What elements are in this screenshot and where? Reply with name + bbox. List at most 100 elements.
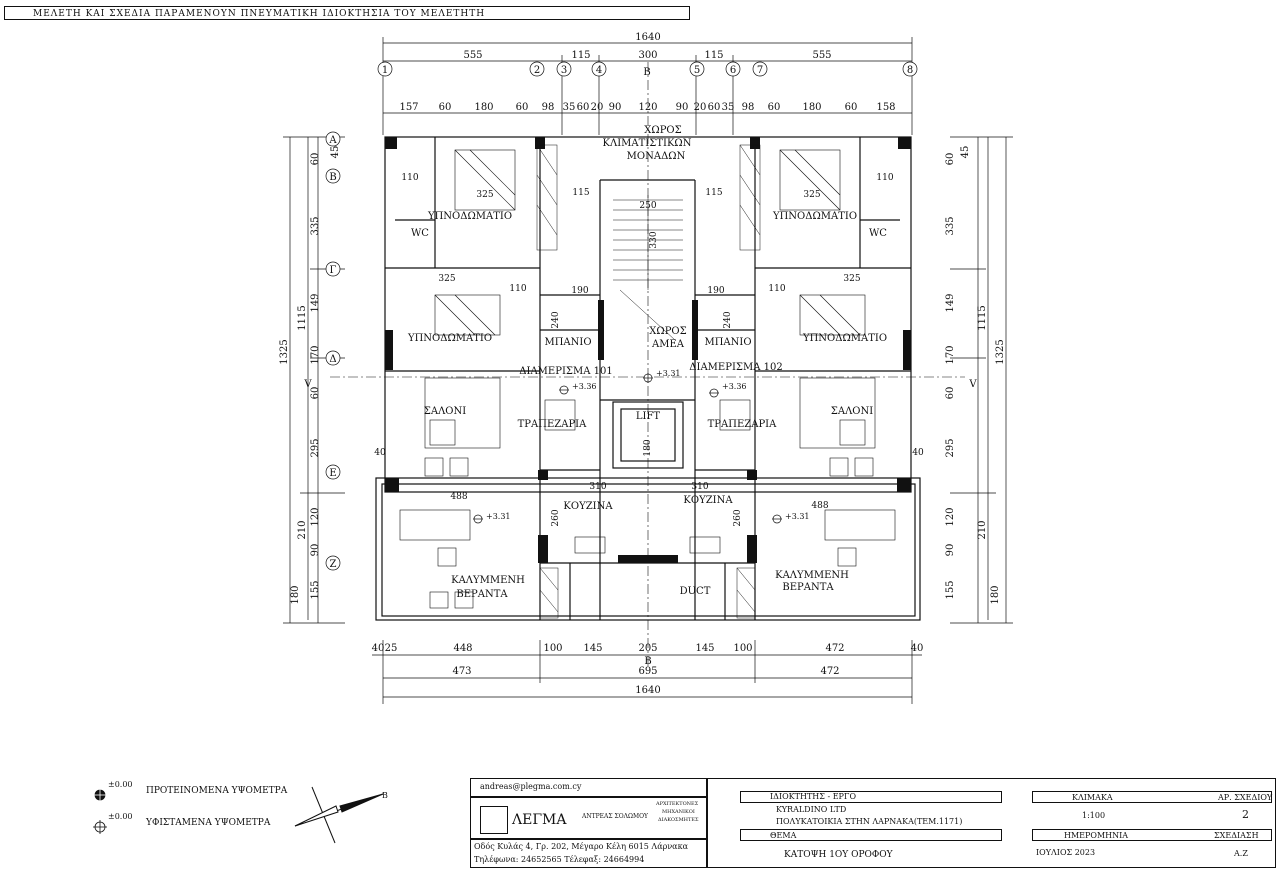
firm-role: ΔΙΑΚΟΣΜΗΤΕΣ — [658, 817, 699, 823]
dim-sub: 180 — [474, 102, 493, 113]
grid-row-label: Γ — [330, 265, 337, 276]
grid-col-label: 7 — [757, 65, 763, 76]
dim-sub: 60 — [577, 102, 590, 113]
dim-right: 60 — [945, 387, 956, 400]
room-dim: 325 — [843, 274, 860, 284]
firm-architect: ΑΝΤΡΕΑΣ ΣΟΛΩΜΟΥ — [582, 813, 648, 820]
dim-right-total: 1325 — [995, 339, 1006, 364]
divider — [470, 838, 706, 840]
copyright-notice: ΜΕΛΕΤΗ ΚΑΙ ΣΧΕΔΙΑ ΠΑΡΑΜΕΝΟΥΝ ΠΝΕΥΜΑΤΙΚΗ … — [4, 6, 690, 20]
firm-email: andreas@plegma.com.cy — [480, 782, 582, 791]
room-dim: 110 — [876, 173, 893, 183]
ac-space-label: ΜΟΝΑΔΩΝ — [627, 151, 686, 162]
dim-left: 149 — [310, 293, 321, 312]
date-value: ΙΟΥΛΙΟΣ 2023 — [1036, 848, 1096, 857]
dim-top-seg: 300 — [638, 50, 657, 61]
dim-left-total: 180 — [290, 585, 301, 604]
north-compass — [294, 786, 384, 844]
level-value: +3.31 — [656, 369, 681, 378]
room-label-wc: WC — [869, 228, 887, 239]
room-label-veranda: ΒΕΡΑΝΤΑ — [456, 589, 508, 600]
room-dim: 40 — [374, 448, 386, 458]
dim-bottom-overall: 1640 — [635, 685, 660, 696]
dim-bottom: 40 — [372, 643, 385, 654]
room-dim: 325 — [803, 190, 820, 200]
room-dim: 110 — [768, 284, 785, 294]
ac-space-label: ΧΩΡΟΣ — [644, 125, 681, 136]
room-label-wc: WC — [411, 228, 429, 239]
dim-right: 149 — [945, 293, 956, 312]
level-value: +3.31 — [785, 512, 810, 521]
ac-space-label: ΚΛΙΜΑΤΙΣΤΙΚΩΝ — [603, 138, 692, 149]
divider — [706, 778, 708, 868]
dim-sub: 60 — [516, 102, 529, 113]
dim-top-seg: 115 — [704, 50, 723, 61]
grid-bubble — [325, 168, 341, 184]
dim-sub: 98 — [542, 102, 555, 113]
legend-level: ±0.00 — [108, 780, 133, 789]
grid-column-bubbles — [377, 61, 918, 77]
grid-col-label: B — [643, 67, 650, 78]
dim-sub: 98 — [742, 102, 755, 113]
dim-sub: 180 — [802, 102, 821, 113]
title-block: andreas@plegma.com.cy ΛΕΓΜΑ ΑΝΤΡΕΑΣ ΣΟΛΩ… — [470, 778, 1276, 870]
grid-bubble — [556, 61, 572, 77]
room-dim: 180 — [643, 439, 653, 456]
room-label-kitchen: ΚΟΥΖΙΝΑ — [683, 495, 733, 506]
grid-row-label: V — [968, 379, 977, 390]
wardrobes — [536, 144, 761, 619]
room-dim: 115 — [572, 188, 589, 198]
dim-top-seg: 555 — [812, 50, 831, 61]
sheet-label: ΑΡ. ΣΧΕΔΙΟΥ — [1218, 793, 1273, 802]
firm-address: Οδός Κυλάς 4, Γρ. 202, Μέγαρο Κέλη 6015 … — [474, 842, 688, 851]
legend-symbols — [93, 788, 107, 834]
room-label-bedroom: ΥΠΝΟΔΩΜΑΤΙΟ — [407, 333, 492, 344]
dim-left-total: 1325 — [279, 339, 290, 364]
firm-role: ΑΡΧΙΤΕΚΤΟΝΕΣ — [656, 801, 699, 807]
side-dimension-lines — [283, 136, 1013, 624]
grid-bubble — [591, 61, 607, 77]
room-dim: 190 — [707, 286, 724, 296]
level-value: +3.36 — [722, 382, 747, 391]
owner-label: ΙΔΙΟΚΤΗΤΗΣ - ΕΡΓΟ — [770, 792, 857, 801]
dim-left: 45 — [330, 146, 341, 159]
room-dim: 240 — [551, 311, 561, 328]
grid-bubble — [377, 61, 393, 77]
firm-logo-icon — [480, 806, 508, 834]
room-label-living: ΣΑΛΟΝΙ — [831, 406, 873, 417]
grid-col-label: 3 — [561, 65, 567, 76]
dim-sub: 157 — [399, 102, 418, 113]
dim-top-overall: 1640 — [635, 32, 660, 43]
duct-label: DUCT — [680, 586, 711, 597]
storage-label: ΑΜΕΑ — [651, 339, 685, 350]
dim-bottom: 145 — [583, 643, 602, 654]
dim-left: 155 — [310, 580, 321, 599]
room-label-veranda: ΒΕΡΑΝΤΑ — [782, 582, 834, 593]
drawn-by: A.Z — [1234, 849, 1248, 858]
elevation-legend: ±0.00 ΠΡΟΤΕΙΝΟΜΕΝΑ ΥΨΟΜΕΤΡΑ ±0.00 ΥΦΙΣΤΑ… — [90, 780, 320, 832]
dim-right: 45 — [960, 146, 971, 159]
axis-lines — [330, 62, 965, 668]
room-label-living: ΣΑΛΟΝΙ — [424, 406, 466, 417]
dim-right: 295 — [945, 438, 956, 457]
bottom-dimension-lines — [372, 640, 922, 704]
dim-bottom: 100 — [733, 643, 752, 654]
dim-bottom: 448 — [453, 643, 472, 654]
lift-label: LIFT — [636, 411, 661, 422]
room-label-bath: ΜΠΑΝΙΟ — [544, 337, 591, 348]
dim-bottom: 472 — [825, 643, 844, 654]
room-dim: 325 — [476, 190, 493, 200]
owner-name: KYRALDINO LTD — [776, 805, 847, 814]
firm-name: ΛΕΓΜΑ — [512, 812, 567, 828]
drawn-label: ΣΧΕΔΙΑΣΗ — [1214, 831, 1259, 840]
level-value: +3.31 — [486, 512, 511, 521]
dim-bottom: 25 — [385, 643, 398, 654]
dim-sub: 90 — [609, 102, 622, 113]
walls — [375, 136, 921, 621]
grid-bubble — [325, 555, 341, 571]
scale-header-box — [1032, 791, 1272, 803]
dim-left: 120 — [310, 507, 321, 526]
apartment-label: ΔΙΑΜΕΡΙΣΜΑ 102 — [689, 362, 782, 373]
grid-bubble — [325, 350, 341, 366]
grid-col-label: 4 — [596, 65, 602, 76]
